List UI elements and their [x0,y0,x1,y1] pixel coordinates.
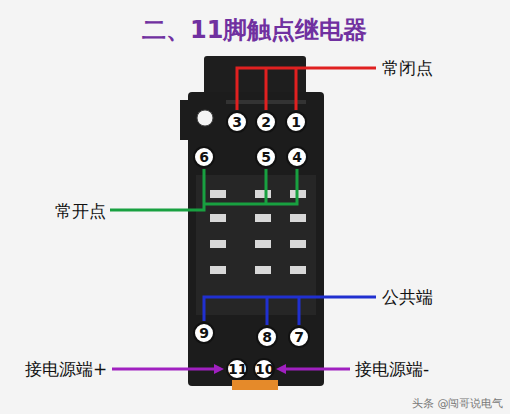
pin-number: 6 [193,146,215,168]
pin-number: 10 [253,358,275,380]
callout-label: 常闭点 [382,57,433,80]
pin-number: 5 [255,146,277,168]
pin-number: 11 [226,358,248,380]
callout-label: 接电源端- [355,358,429,381]
callout-label: 接电源端+ [25,358,107,381]
watermark: 头条 @闯哥说电气 [412,396,504,411]
pin-number: 2 [255,111,277,133]
pin-number: 1 [285,111,307,133]
pin-number: 8 [256,326,278,348]
pin-number: 9 [193,322,215,344]
diagram-title: 二、11脚触点继电器 [142,14,367,46]
pin-number: 3 [226,111,248,133]
pin-number: 7 [288,326,310,348]
callout-label: 公共端 [382,286,433,309]
callout-label: 常开点 [55,200,106,223]
pin-number: 4 [286,146,308,168]
